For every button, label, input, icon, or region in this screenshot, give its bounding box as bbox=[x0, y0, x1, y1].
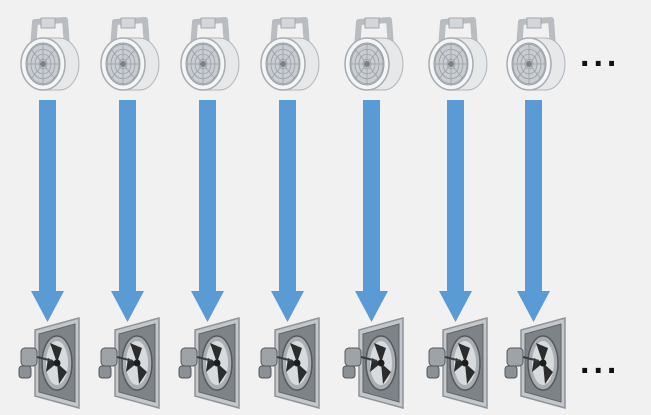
exhaust-fan-icon bbox=[18, 317, 80, 409]
down-arrow-icon bbox=[355, 100, 388, 322]
exhaust-fan-icon bbox=[98, 317, 160, 409]
exhaust-fan-icon bbox=[426, 317, 488, 409]
exhaust-fan-icon bbox=[258, 317, 320, 409]
bottom-row-continuation: ... bbox=[580, 343, 621, 381]
down-arrow-icon bbox=[191, 100, 224, 322]
circulation-fan-icon bbox=[428, 17, 488, 91]
down-arrow-icon bbox=[517, 100, 550, 322]
exhaust-fan-icon bbox=[342, 317, 404, 409]
down-arrow-icon bbox=[31, 100, 64, 322]
exhaust-fan-icon bbox=[504, 317, 566, 409]
exhaust-fan-icon bbox=[178, 317, 240, 409]
circulation-fan-icon bbox=[260, 17, 320, 91]
circulation-fan-icon bbox=[344, 17, 404, 91]
top-row-continuation: ... bbox=[580, 36, 621, 74]
circulation-fan-icon bbox=[506, 17, 566, 91]
down-arrow-icon bbox=[111, 100, 144, 322]
down-arrow-icon bbox=[439, 100, 472, 322]
down-arrow-icon bbox=[271, 100, 304, 322]
circulation-fan-icon bbox=[180, 17, 240, 91]
circulation-fan-icon bbox=[100, 17, 160, 91]
circulation-fan-icon bbox=[20, 17, 80, 91]
